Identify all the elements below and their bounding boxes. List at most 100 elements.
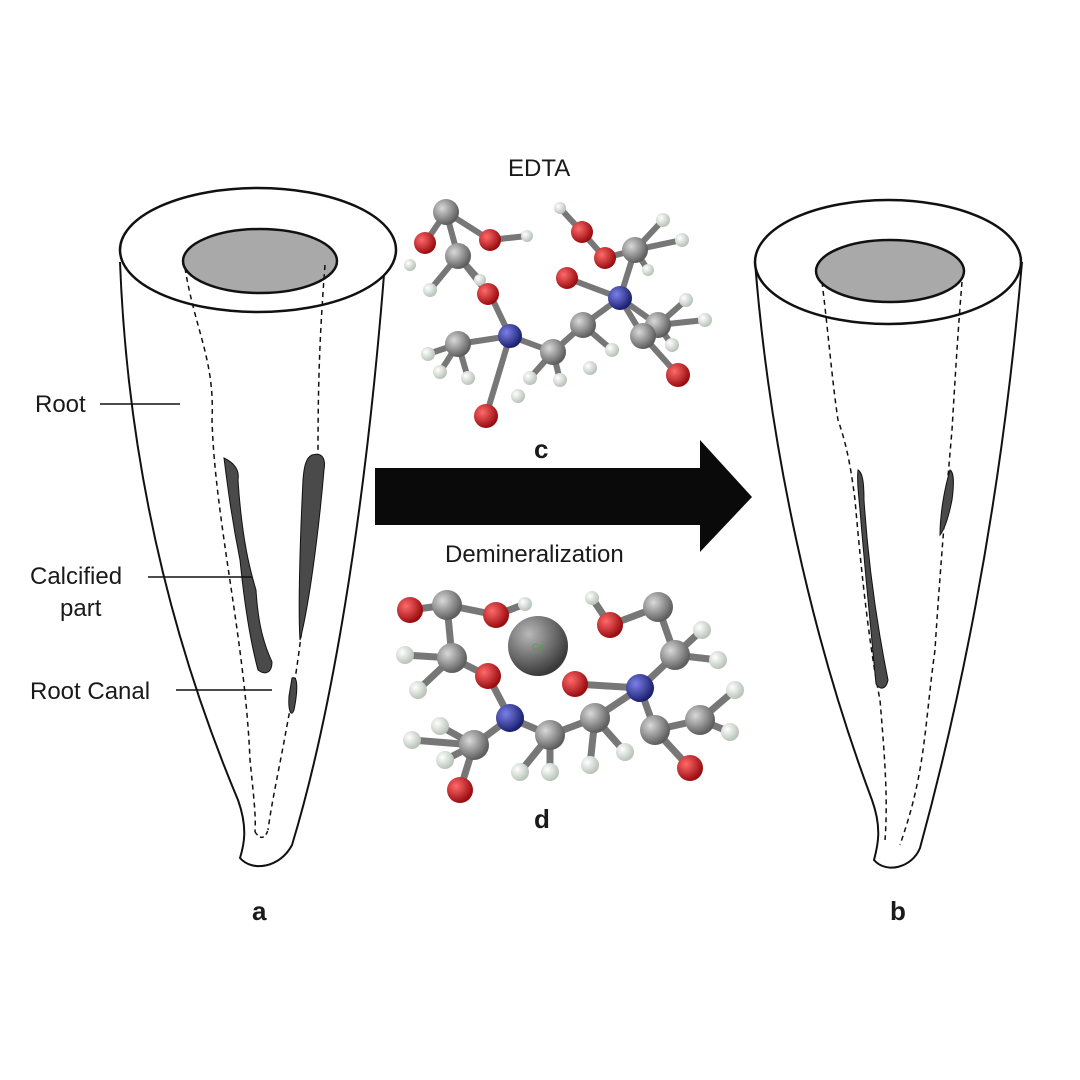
atom-o (475, 663, 501, 689)
edta-molecule-c (404, 199, 712, 428)
atom-h (461, 371, 475, 385)
atom-o (594, 247, 616, 269)
atom-c (622, 237, 648, 263)
edta-atoms (404, 199, 712, 428)
atom-h (693, 621, 711, 639)
panel-label-b: b (890, 896, 906, 926)
complex-atoms (396, 590, 744, 803)
atom-h (581, 756, 599, 774)
canal-wall-right-b (899, 281, 963, 846)
atom-c (660, 640, 690, 670)
atom-h (396, 646, 414, 664)
atom-h (665, 338, 679, 352)
atom-h (553, 373, 567, 387)
atom-h (404, 259, 416, 271)
atom-h (698, 313, 712, 327)
atom-c (432, 590, 462, 620)
process-arrow (375, 440, 752, 552)
canal-opening-a (181, 227, 339, 295)
atom-h (511, 763, 529, 781)
atom-n (496, 704, 524, 732)
atom-h (675, 233, 689, 247)
atom-h (423, 283, 437, 297)
atom-h (523, 371, 537, 385)
atom-h (616, 743, 634, 761)
atom-c (433, 199, 459, 225)
atom-h (721, 723, 739, 741)
tooth-root-b (753, 198, 1023, 869)
calcified-deposit-left-b (857, 469, 889, 689)
atom-o (597, 612, 623, 638)
atom-o (562, 671, 588, 697)
atom-h (431, 717, 449, 735)
atom-h (679, 293, 693, 307)
canal-apex-a (254, 829, 269, 839)
atom-o (477, 283, 499, 305)
atom-o (556, 267, 578, 289)
atom-o (474, 404, 498, 428)
calcium-atom-label: Ca (532, 642, 544, 652)
atom-c (540, 339, 566, 365)
atom-h (554, 202, 566, 214)
atom-calcium (508, 616, 568, 676)
atom-c (570, 312, 596, 338)
atom-h (436, 751, 454, 769)
calcified-deposit-left-a (223, 457, 273, 674)
panel-label-d: d (534, 804, 550, 834)
atom-c (580, 703, 610, 733)
atom-h (642, 264, 654, 276)
panel-label-c: c (534, 434, 548, 464)
atom-o (483, 602, 509, 628)
panel-label-a: a (252, 896, 267, 926)
canal-wall-left-b (821, 281, 887, 841)
atom-h (511, 389, 525, 403)
root-outline-b (754, 261, 1023, 869)
atom-h (421, 347, 435, 361)
atom-c (640, 715, 670, 745)
atom-c (630, 323, 656, 349)
atom-h (605, 343, 619, 357)
atom-c (437, 643, 467, 673)
label-calcified-line1: Calcified (30, 563, 122, 590)
atom-o (414, 232, 436, 254)
edta-calcium-complex-d: Ca (396, 590, 744, 803)
atom-n (608, 286, 632, 310)
atom-h (656, 213, 670, 227)
atom-o (571, 221, 593, 243)
atom-h (585, 591, 599, 605)
atom-o (397, 597, 423, 623)
canal-wall-left-a (184, 267, 256, 833)
calcified-deposit-right-b (939, 469, 954, 537)
atom-c (459, 730, 489, 760)
atom-h (409, 681, 427, 699)
atom-c (445, 243, 471, 269)
atom-h (403, 731, 421, 749)
atom-h (433, 365, 447, 379)
atom-h (726, 681, 744, 699)
atom-o (479, 229, 501, 251)
root-outline-a (119, 261, 386, 867)
label-root: Root (35, 391, 86, 418)
label-edta: EDTA (508, 155, 570, 182)
atom-c (643, 592, 673, 622)
atom-h (541, 763, 559, 781)
atom-c (535, 720, 565, 750)
atom-o (447, 777, 473, 803)
atom-c (685, 705, 715, 735)
label-root-canal: Root Canal (30, 678, 150, 705)
canal-opening-b (814, 238, 966, 304)
atom-h (521, 230, 533, 242)
atom-h (583, 361, 597, 375)
atom-n (498, 324, 522, 348)
calcified-deposit-small-a (288, 677, 298, 714)
atom-c (445, 331, 471, 357)
atom-o (666, 363, 690, 387)
tooth-root-a (118, 186, 398, 867)
atom-n (626, 674, 654, 702)
label-calcified-line2: part (60, 595, 102, 622)
atom-h (518, 597, 532, 611)
atom-h (709, 651, 727, 669)
atom-h (474, 274, 486, 286)
atom-o (677, 755, 703, 781)
